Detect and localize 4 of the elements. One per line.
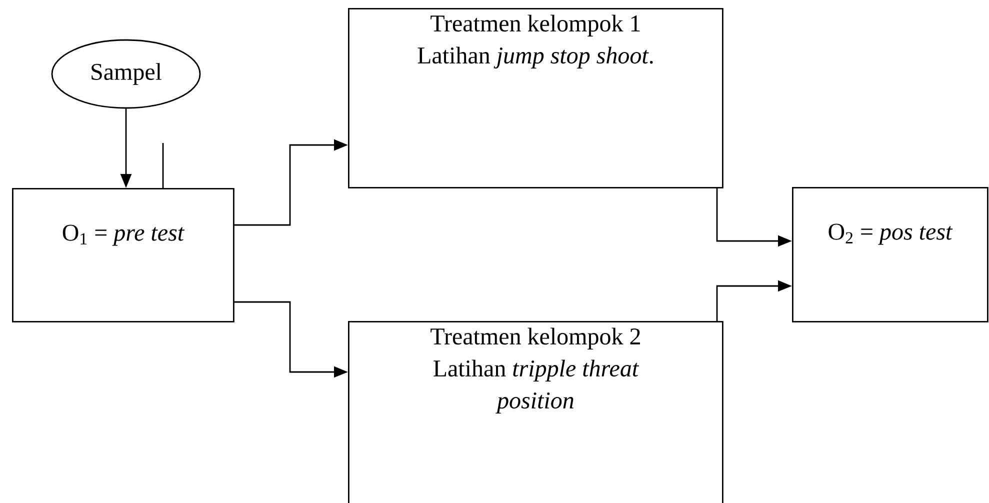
process-box: Treatmen kelompok 2 Latihan tripple threat position xyxy=(348,321,724,503)
process-box: Treatmen kelompok 1 Latihanjump stop shoot. xyxy=(348,8,724,188)
process-box: O$_{2}$ = pos test xyxy=(792,187,988,322)
process-box: O$_{1}$ = pre test xyxy=(12,188,234,322)
